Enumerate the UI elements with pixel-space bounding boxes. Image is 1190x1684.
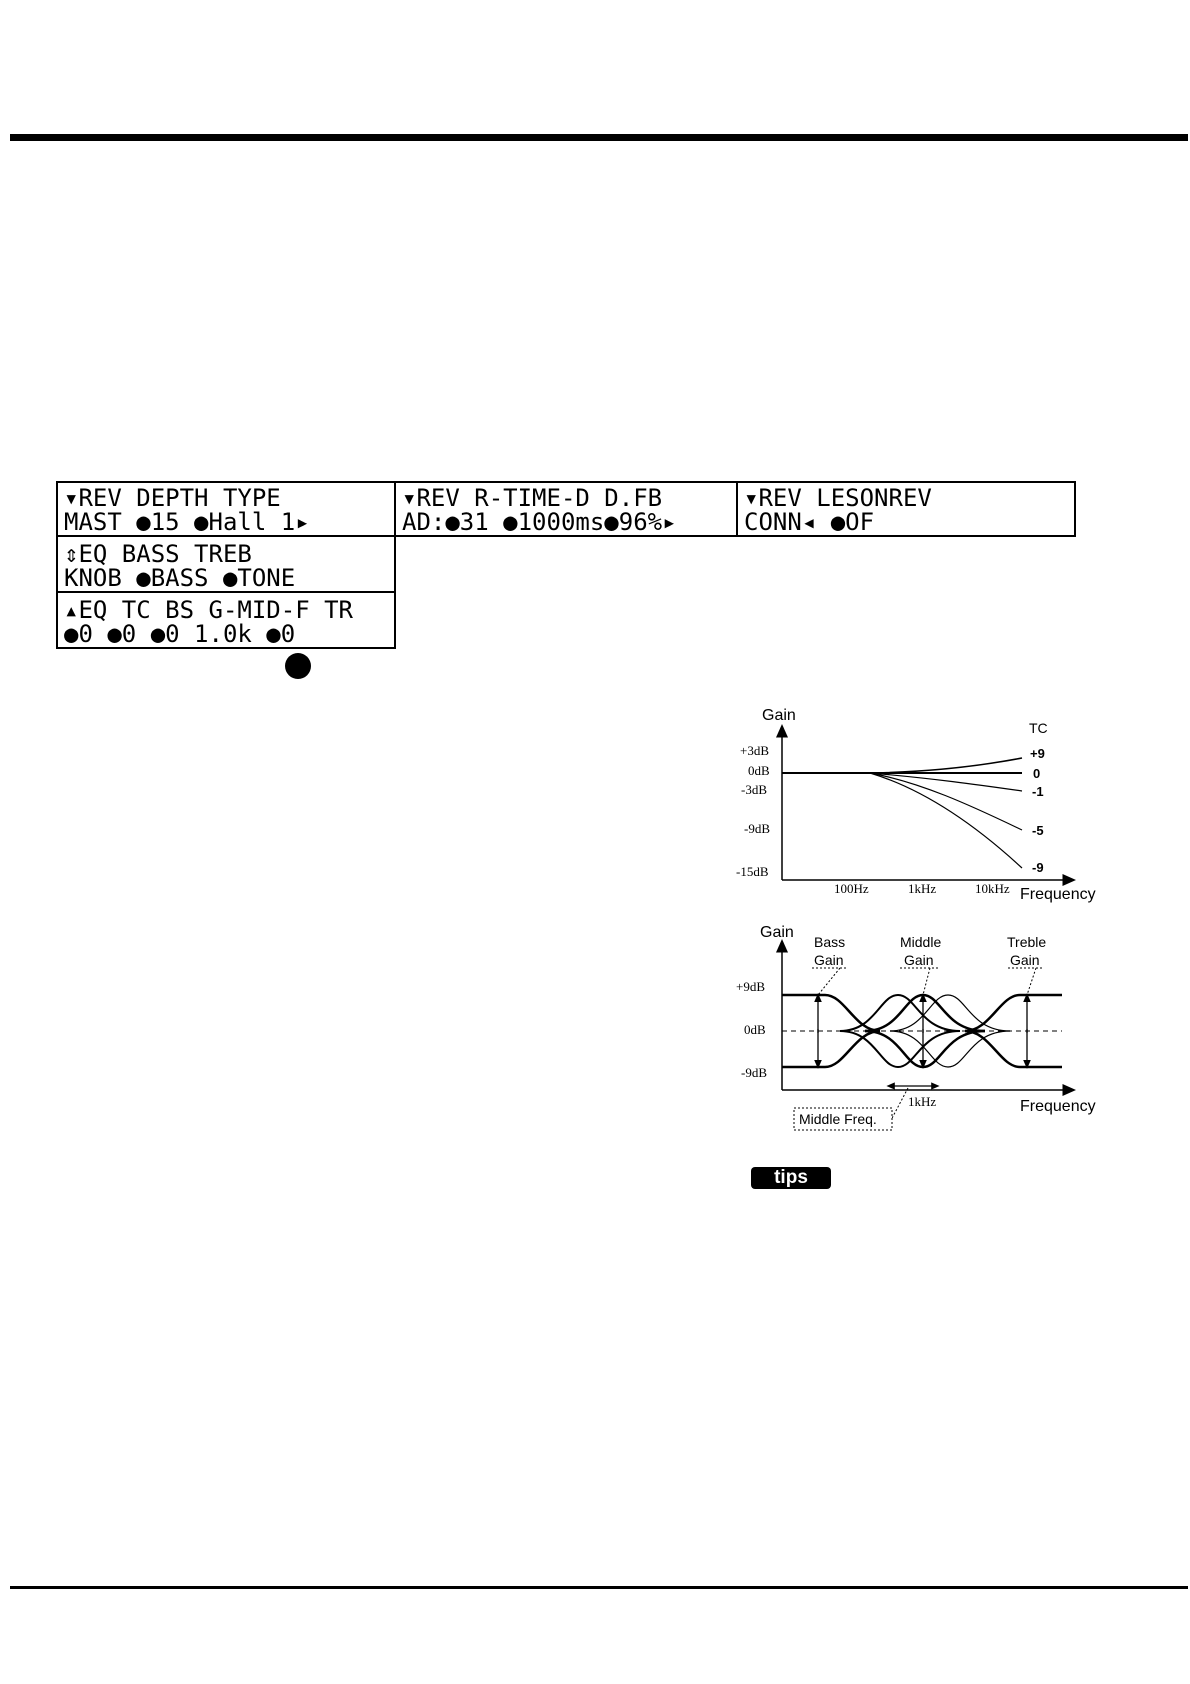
tc-curve-label: -1	[1032, 784, 1044, 799]
eq-bass-cut	[782, 1029, 881, 1069]
lcd-eq-knob-screen: ⇕EQ BASS TREB KNOB ●BASS ●TONE	[64, 540, 295, 591]
eq-middle-label: Middle	[900, 934, 941, 950]
lcd-line1: ▾REV DEPTH TYPE	[64, 484, 281, 512]
lcd-eq-detail-screen: ▴EQ TC BS G-MID-F TR ●0 ●0 ●0 1.0k ●0	[64, 596, 354, 647]
tc-curve-title: TC	[1029, 720, 1048, 736]
tc-curve-label: +9	[1030, 746, 1045, 761]
eq-bass-boost	[782, 993, 881, 1033]
tc-y-tick: 0dB	[748, 763, 770, 778]
tc-x-title: Frequency	[1020, 886, 1096, 903]
eq-y-tick: +9dB	[736, 979, 765, 994]
lcd-line1: ▾REV LESONREV	[744, 484, 932, 512]
lcd-rev-rtime-screen: ▾REV R-TIME-D D.FB AD:●31 ●1000ms●96%▸	[402, 484, 677, 535]
tc-curve-plus9	[782, 757, 1023, 774]
eq-y-tick: 0dB	[744, 1022, 766, 1037]
eq-middle-freq-label: Middle Freq.	[799, 1111, 877, 1127]
eq-middle-label: Gain	[904, 952, 934, 968]
eq-treble-label: Treble	[1007, 934, 1046, 950]
lcd-eq-detail: ▴EQ TC BS G-MID-F TR ●0 ●0 ●0 1.0k ●0	[56, 591, 396, 649]
tc-graph: Gain +3dB 0dB -3dB -9dB -15dB 100Hz 1kHz…	[736, 707, 1096, 903]
eq-bass-label: Gain	[814, 952, 844, 968]
lcd-rev-master: ▾REV DEPTH TYPE MAST ●15 ●Hall 1▸	[56, 481, 396, 537]
eq-mid-dip	[889, 1030, 1011, 1068]
tc-curve-label: -5	[1032, 823, 1044, 838]
tc-y-title: Gain	[762, 707, 796, 724]
lcd-line1: ⇕EQ BASS TREB	[64, 540, 252, 568]
lcd-rev-conn: ▾REV LESONREV CONN◂ ●OF	[736, 481, 1076, 537]
eq-leader	[1026, 967, 1037, 996]
eq-treble-label: Gain	[1010, 952, 1040, 968]
lcd-line2: AD:●31 ●1000ms●96%▸	[402, 508, 677, 535]
tc-y-tick: -9dB	[744, 821, 770, 836]
lcd-rev-master-screen: ▾REV DEPTH TYPE MAST ●15 ●Hall 1▸	[64, 484, 310, 535]
bottom-rule	[10, 1586, 1188, 1589]
tc-y-tick: -15dB	[736, 864, 769, 879]
tc-curve-minus1	[869, 772, 1023, 792]
top-rule	[10, 134, 1188, 141]
eq-treble-cut	[964, 1029, 1062, 1069]
eq-x-tick: 1kHz	[908, 1094, 936, 1109]
eq-middle-freq-box	[793, 1107, 893, 1131]
callout-dot	[285, 653, 311, 679]
tc-y-tick: +3dB	[740, 743, 769, 758]
lcd-eq-knob: ⇕EQ BASS TREB KNOB ●BASS ●TONE	[56, 535, 396, 593]
tc-curve-minus5	[869, 772, 1023, 831]
tc-curve-minus9	[869, 772, 1023, 869]
tc-x-tick: 1kHz	[908, 881, 936, 896]
eq-x-title: Frequency	[1020, 1098, 1096, 1115]
lcd-line1: ▴EQ TC BS G-MID-F TR	[64, 596, 354, 624]
eq-leader	[922, 967, 931, 996]
eq-graph: Gain +9dB 0dB -9dB 1kHz Frequency Bass G…	[736, 924, 1096, 1131]
eq-treble-boost	[964, 993, 1062, 1033]
tc-x-tick: 10kHz	[975, 881, 1010, 896]
eq-mid-peak	[839, 993, 961, 1032]
tc-x-tick: 100Hz	[834, 881, 869, 896]
tc-y-tick: -3dB	[741, 782, 767, 797]
eq-bass-label: Bass	[814, 934, 845, 950]
lcd-line2: KNOB ●BASS ●TONE	[64, 564, 295, 591]
eq-leader	[889, 1087, 909, 1123]
tc-curve-label: 0	[1033, 766, 1040, 781]
tips-badge: tips	[751, 1167, 831, 1189]
lcd-line2: CONN◂ ●OF	[744, 508, 874, 535]
eq-y-tick: -9dB	[741, 1065, 767, 1080]
lcd-line2: ●0 ●0 ●0 1.0k ●0	[64, 620, 295, 647]
lcd-rev-conn-screen: ▾REV LESONREV CONN◂ ●OF	[744, 484, 932, 535]
tc-curve-label: -9	[1032, 860, 1044, 875]
eq-mid-peak	[889, 994, 1011, 1032]
lcd-line2: MAST ●15 ●Hall 1▸	[64, 508, 310, 535]
lcd-line1: ▾REV R-TIME-D D.FB	[402, 484, 662, 512]
lcd-rev-rtime: ▾REV R-TIME-D D.FB AD:●31 ●1000ms●96%▸	[394, 481, 738, 537]
eq-y-title: Gain	[760, 924, 794, 941]
eq-leader	[817, 967, 841, 996]
eq-mid-dip	[839, 1030, 961, 1069]
